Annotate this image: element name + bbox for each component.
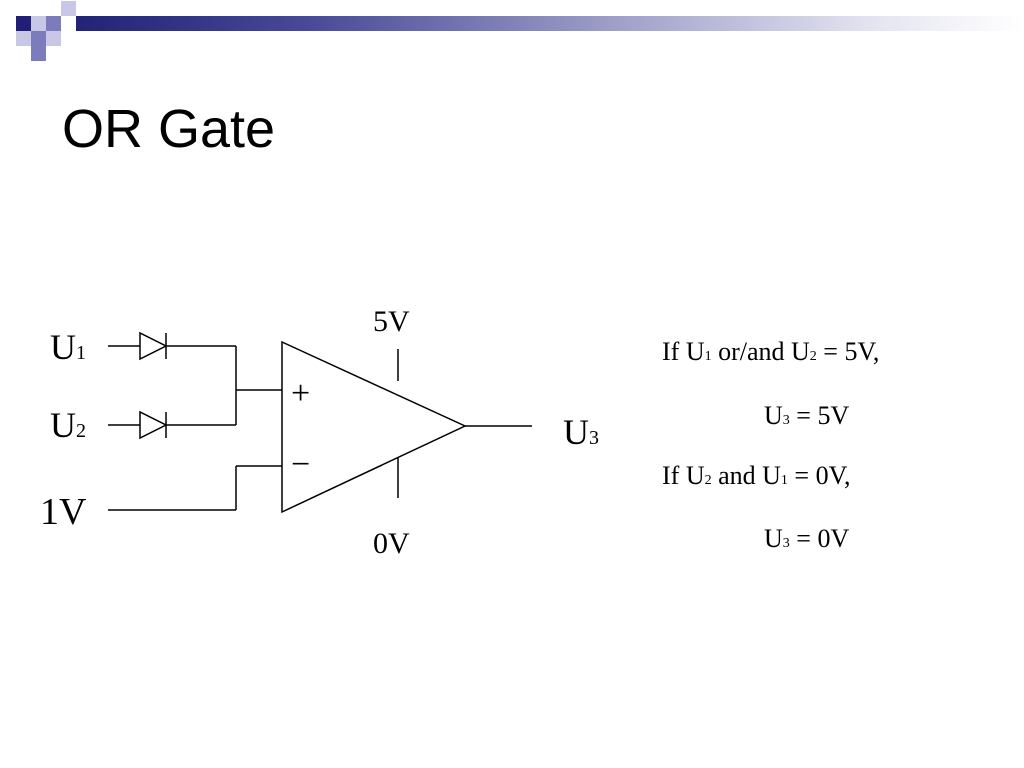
explanation-line-3: If U2 and U1 = 0V, [662,461,851,490]
diode-2-symbol [108,410,236,440]
header-bar [76,16,1024,31]
minus-sign: − [291,446,310,483]
reference-voltage-label: 1V [40,491,87,533]
header-square [31,16,46,31]
plus-input-wire [235,346,282,425]
slide-title: OR Gate [62,99,276,159]
header-square [46,16,61,31]
supply-top-label: 5V [373,305,410,338]
header-square [61,1,76,16]
diode-1-symbol [108,331,236,361]
header-square [31,31,46,46]
header-square [16,31,31,46]
explanation-line-4: U3 = 0V [764,524,850,553]
minus-input-wire [108,465,282,511]
plus-sign: + [291,375,310,412]
input-2-label: U2 [50,405,86,445]
header-square [46,31,61,46]
explanation-line-2: U3 = 5V [764,401,850,430]
comparator-triangle [281,340,467,514]
supply-bottom-label: 0V [373,527,410,560]
header-square [16,16,31,31]
explanation-line-1: If U1 or/and U2 = 5V, [662,337,880,366]
header-square [31,46,46,61]
output-label: U3 [563,412,599,452]
input-1-label: U1 [50,327,86,367]
